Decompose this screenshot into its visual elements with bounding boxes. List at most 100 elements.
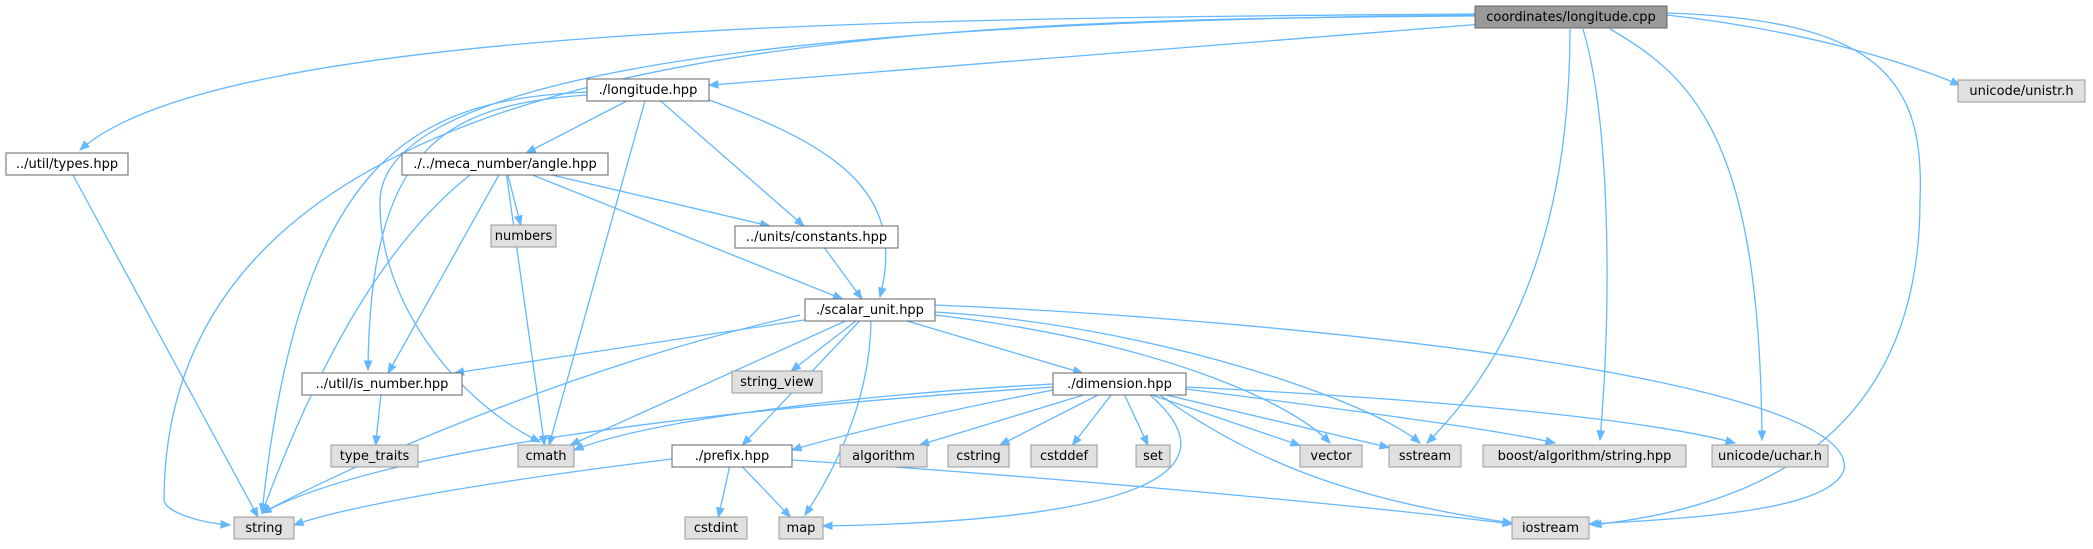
- arrow-head: [1409, 433, 1422, 444]
- edge-dimension-to-set: [1124, 394, 1149, 447]
- arrow-head: [804, 504, 814, 517]
- edge-line: [790, 320, 857, 372]
- node-prefix[interactable]: ./prefix.hpp: [671, 444, 793, 468]
- edge-line: [999, 394, 1099, 446]
- edge-dimension-to-cstring: [998, 394, 1099, 446]
- edge-line: [387, 174, 500, 374]
- edge-line: [548, 100, 646, 446]
- arrow-head: [878, 286, 887, 299]
- node-map: map: [778, 516, 824, 540]
- node-iostream: iostream: [1511, 516, 1590, 540]
- edge-root-to-sstream: [1426, 28, 1571, 444]
- edge-line: [934, 314, 1331, 444]
- node-scalar[interactable]: ./scalar_unit.hpp: [804, 298, 936, 322]
- edge-root-to-types: [78, 13, 1476, 151]
- node-box: [1135, 444, 1171, 468]
- node-box: [778, 516, 824, 540]
- file-nodes: coordinates/longitude.cpp ./longitude.hpp…: [5, 5, 2086, 540]
- node-label: unicode/uchar.h: [1718, 449, 1822, 464]
- node-root[interactable]: coordinates/longitude.cpp: [1474, 5, 1668, 29]
- node-label: cstdint: [694, 521, 738, 536]
- arrow-head: [249, 506, 259, 519]
- edge-longitude-to-scalar: [708, 99, 887, 299]
- edge-prefix-to-string: [292, 458, 673, 526]
- arrow-head: [998, 436, 1011, 446]
- node-label: vector: [1310, 449, 1352, 464]
- arrow-head: [852, 288, 863, 301]
- arrow-head: [741, 435, 753, 446]
- node-box: [1711, 444, 1829, 468]
- arrow-head: [821, 521, 833, 531]
- node-label: ./dimension.hpp: [1067, 377, 1172, 392]
- node-box: [5, 152, 129, 176]
- edge-scalar-to-cmath: [569, 320, 846, 446]
- edge-constants-to-scalar: [824, 247, 863, 301]
- edge-scalar-to-dimension: [906, 320, 1084, 375]
- arrow-head: [1502, 518, 1514, 528]
- node-constants[interactable]: ../units/constants.hpp: [734, 225, 899, 249]
- edge-scalar-to-string_view: [790, 320, 857, 372]
- arrow-head: [363, 360, 373, 372]
- node-isnum[interactable]: ../util/is_number.hpp: [301, 372, 463, 396]
- arrow-head: [1071, 434, 1082, 447]
- node-label: ../util/types.hpp: [16, 157, 118, 172]
- node-box: [731, 370, 823, 394]
- edge-line: [1185, 388, 1556, 444]
- edge-line: [261, 174, 471, 514]
- arrow-head: [1426, 433, 1437, 444]
- arrow-head: [78, 140, 90, 151]
- arrow-head: [1757, 430, 1767, 442]
- arrow-head: [832, 291, 844, 300]
- node-angle[interactable]: ./../meca_number/angle.hpp: [401, 152, 609, 176]
- edge-line: [742, 466, 791, 518]
- edge-dimension-to-string: [260, 386, 1054, 514]
- node-label: type_traits: [340, 449, 410, 464]
- edge-scalar-to-sstream: [934, 311, 1422, 444]
- node-label: numbers: [495, 229, 553, 244]
- edge-root-to-unistr: [1666, 14, 1962, 86]
- arrow-head: [220, 520, 232, 529]
- edge-prefix-to-cstdint: [716, 466, 731, 519]
- edge-line: [1582, 28, 1608, 441]
- edge-line: [261, 91, 588, 514]
- node-box: [517, 444, 575, 468]
- arrow-head: [538, 434, 548, 447]
- node-box: [586, 78, 710, 102]
- arrow-head: [372, 435, 381, 447]
- edge-line: [934, 304, 1845, 525]
- node-box: [330, 444, 419, 468]
- node-box: [684, 516, 748, 540]
- arrow-head: [780, 507, 792, 518]
- edge-root-to-string: [163, 15, 1476, 529]
- edge-angle-to-scalar: [532, 174, 844, 300]
- node-set: set: [1135, 444, 1171, 468]
- edge-dimension-to-vector: [1151, 394, 1302, 447]
- node-cstdint: cstdint: [684, 516, 748, 540]
- node-box: [1052, 372, 1187, 396]
- node-types[interactable]: ../util/types.hpp: [5, 152, 129, 176]
- node-numbers: numbers: [490, 224, 557, 248]
- node-box: [301, 372, 463, 396]
- edge-angle-to-constants: [551, 174, 771, 229]
- edge-line: [551, 174, 770, 227]
- edge-line: [1426, 28, 1571, 444]
- node-box: [1482, 444, 1687, 468]
- node-longitude[interactable]: ./longitude.hpp: [586, 78, 710, 102]
- edge-longitude-to-angle: [525, 100, 628, 154]
- node-label: ./longitude.hpp: [599, 83, 698, 98]
- edge-line: [525, 100, 628, 154]
- arrow-head: [1587, 519, 1599, 528]
- node-dimension[interactable]: ./dimension.hpp: [1052, 372, 1187, 396]
- node-algorithm: algorithm: [839, 444, 928, 468]
- edge-scalar-to-iostream: [934, 304, 1845, 528]
- arrow-head: [514, 214, 523, 227]
- node-label: ../units/constants.hpp: [746, 230, 887, 245]
- edge-line: [72, 174, 259, 518]
- node-label: iostream: [1522, 521, 1579, 536]
- arrow-head: [387, 362, 397, 375]
- node-label: map: [787, 521, 816, 536]
- edge-line: [919, 394, 1084, 446]
- edge-line: [804, 320, 872, 516]
- node-label: ./../meca_number/angle.hpp: [413, 157, 597, 172]
- edge-line: [1666, 14, 1961, 86]
